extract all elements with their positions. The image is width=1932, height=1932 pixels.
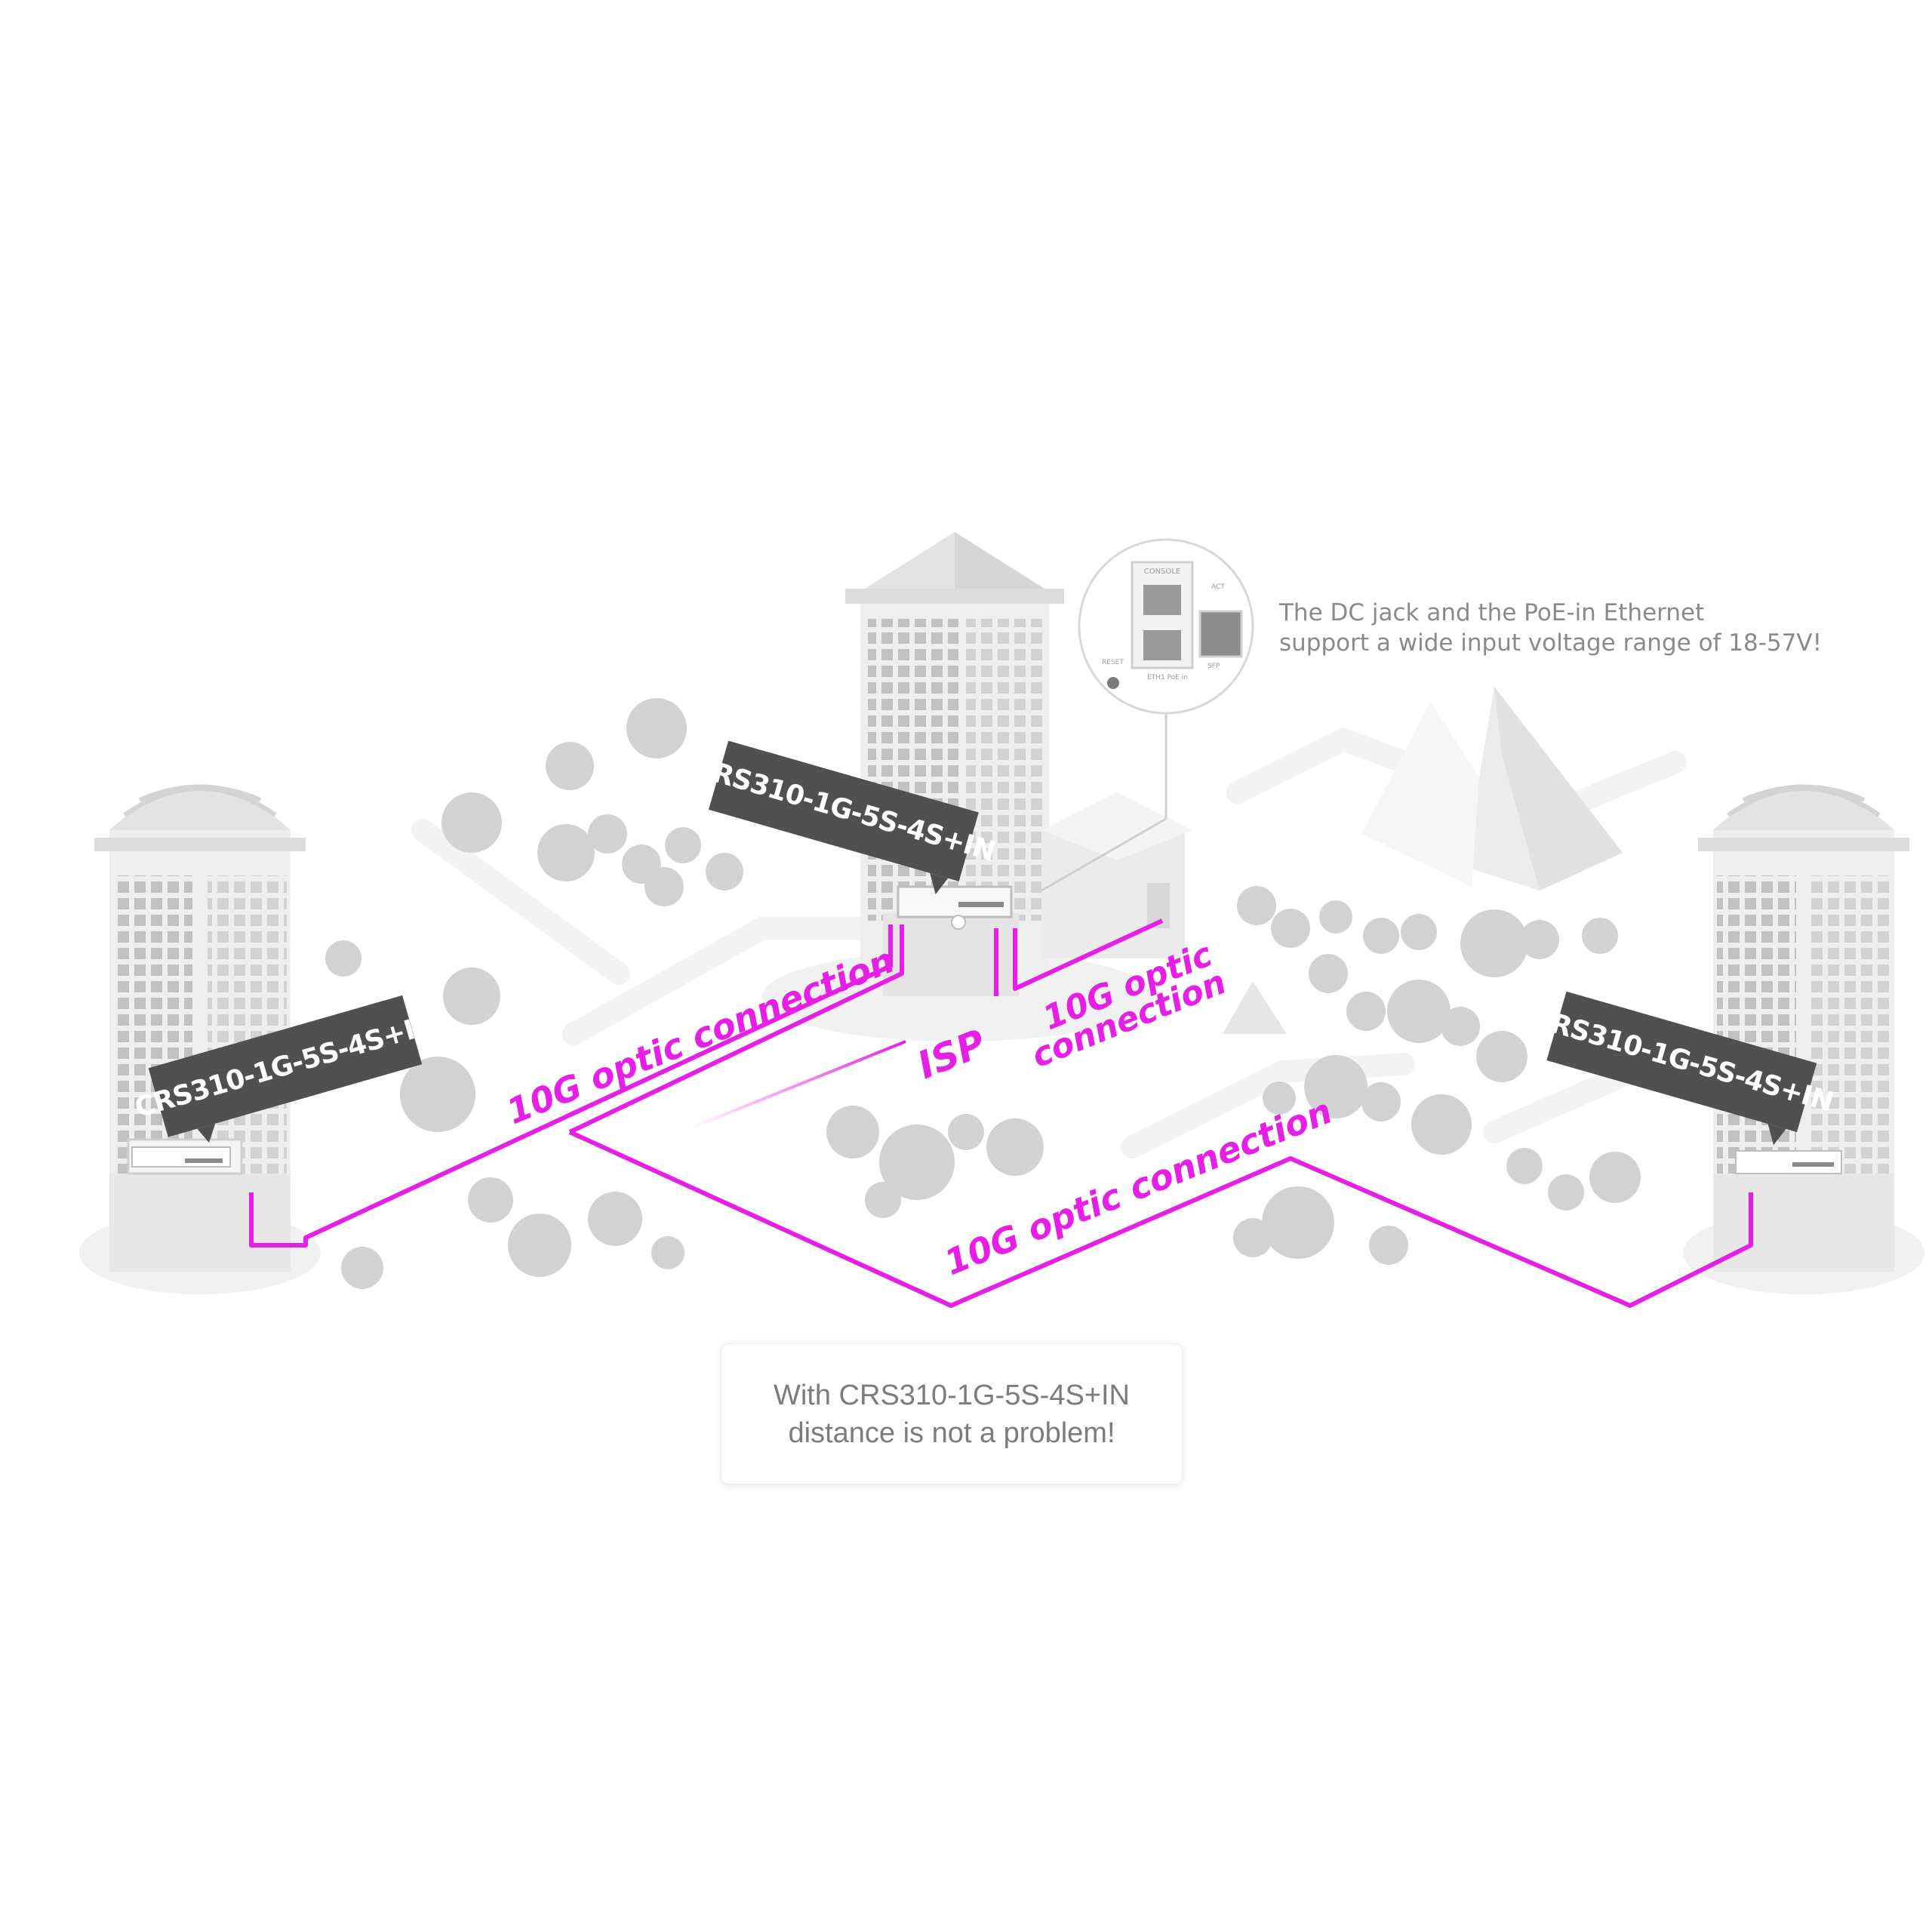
caption-box: With CRS310-1G-5S-4S+IN distance is not … bbox=[721, 1343, 1183, 1484]
left-switch-icon bbox=[131, 1146, 231, 1168]
act-label: ACT bbox=[1211, 583, 1225, 591]
center-switch-icon bbox=[897, 885, 1013, 930]
right-building bbox=[1683, 784, 1924, 1294]
reset-button-icon bbox=[1107, 677, 1119, 689]
trees bbox=[325, 698, 1641, 1289]
link-label-bottom: 10G optic connection bbox=[939, 1091, 1338, 1283]
caption-line1: With CRS310-1G-5S-4S+IN bbox=[774, 1379, 1130, 1411]
callout-text-line1: The DC jack and the PoE-in Ethernet bbox=[1278, 599, 1704, 626]
reset-label: RESET bbox=[1102, 659, 1124, 666]
mountain bbox=[1223, 687, 1623, 1034]
sfp-port-icon bbox=[1198, 610, 1243, 658]
sfp-label: SFP bbox=[1208, 663, 1220, 670]
optic-links bbox=[249, 918, 1753, 1308]
console-port-label: CONSOLE bbox=[1144, 568, 1180, 576]
right-switch-icon bbox=[1735, 1150, 1842, 1174]
isp-line bbox=[690, 1040, 906, 1130]
port-callout: CONSOLE ACT RESET ETH1 PoE in SFP bbox=[1041, 538, 1254, 892]
callout-text-line2: support a wide input voltage range of 18… bbox=[1279, 629, 1822, 657]
caption-line2: distance is not a problem! bbox=[788, 1417, 1115, 1449]
eth-port-label: ETH1 PoE in bbox=[1147, 674, 1188, 681]
